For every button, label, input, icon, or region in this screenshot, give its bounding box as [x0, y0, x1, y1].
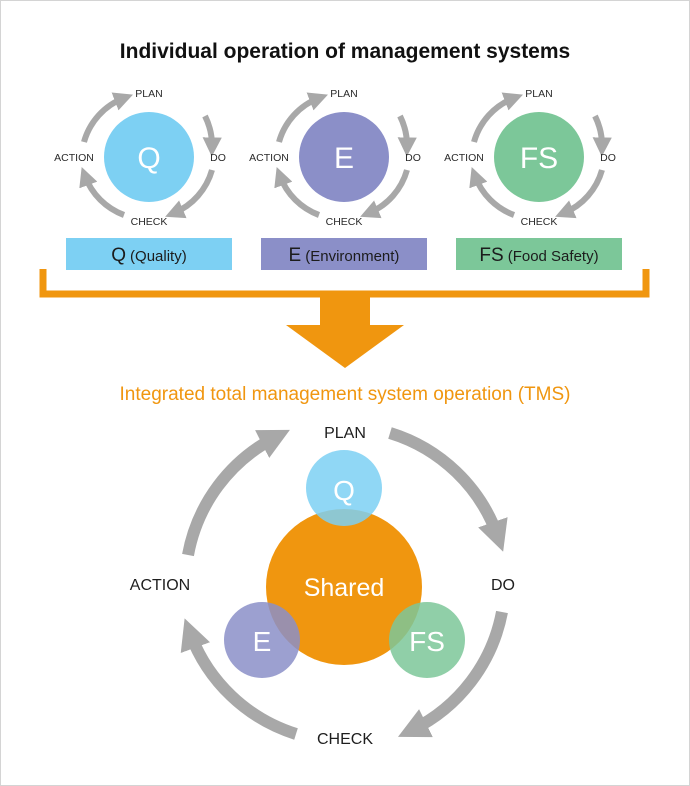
- cycle-arrow-check: [555, 169, 605, 219]
- check-label: CHECK: [521, 216, 558, 228]
- integration-arrow: [286, 297, 404, 368]
- tms-arrow-do: [388, 427, 508, 552]
- shared-label: Shared: [304, 574, 385, 602]
- plan-label: PLAN: [135, 88, 162, 100]
- food-safety-circle: [494, 112, 584, 202]
- do-label: DO: [405, 152, 421, 164]
- grouping-bracket: [39, 269, 650, 298]
- shared-circle: [266, 509, 422, 665]
- do-label: DO: [210, 152, 226, 164]
- cycle-arrow-action: [274, 166, 321, 218]
- cycle-arrow-action: [79, 166, 126, 218]
- cycle-e: E PLAN DO CHECK ACTION: [249, 88, 421, 228]
- tms-arrow-check: [397, 610, 508, 738]
- tms-arrow-action: [180, 618, 298, 740]
- tms-cycle-arrows: [180, 427, 508, 740]
- tms-quality-letter: Q: [333, 475, 355, 506]
- action-label: ACTION: [444, 152, 484, 164]
- environment-label-box: [261, 238, 427, 270]
- plan-label: PLAN: [330, 88, 357, 100]
- tms-food-safety-letter: FS: [409, 626, 445, 657]
- action-label: ACTION: [249, 152, 289, 164]
- cycle-arrow-action: [469, 166, 516, 218]
- cycle-arrow-check: [360, 169, 410, 219]
- cycle-arrow-plan: [471, 92, 523, 143]
- cycle-q: Q PLAN DO CHECK ACTION: [54, 88, 226, 228]
- check-label: CHECK: [131, 216, 168, 228]
- quality-box-label: Q(Quality): [111, 245, 186, 266]
- food-safety-label-box: [456, 238, 622, 270]
- cycle-arrow-plan: [81, 92, 133, 143]
- quality-circle-letter: Q: [137, 142, 160, 175]
- food-safety-box-label: FS(Food Safety): [479, 245, 598, 266]
- environment-circle-letter: E: [334, 142, 354, 175]
- tms-environment-letter: E: [253, 626, 272, 657]
- action-label: ACTION: [54, 152, 94, 164]
- tms-check-label: CHECK: [317, 731, 373, 748]
- tms-arrow-plan: [182, 429, 290, 557]
- food-safety-circle-letter: FS: [520, 142, 558, 175]
- cycle-arrow-do: [397, 114, 417, 157]
- tms-venn: Q E FS Shared: [224, 450, 465, 678]
- tms-quality-circle: [306, 450, 382, 526]
- quality-circle: [104, 112, 194, 202]
- quality-label-box: [66, 238, 232, 270]
- cycle-fs: FS PLAN DO CHECK ACTION: [444, 88, 616, 228]
- do-label: DO: [600, 152, 616, 164]
- environment-box-label: E(Environment): [289, 245, 400, 266]
- tms-plan-label: PLAN: [324, 425, 366, 442]
- tms-title: Integrated total management system opera…: [120, 384, 571, 405]
- tms-environment-circle: [224, 602, 300, 678]
- cycle-arrow-do: [202, 114, 222, 157]
- plan-label: PLAN: [525, 88, 552, 100]
- tms-action-label: ACTION: [130, 577, 190, 594]
- cycle-arrow-do: [592, 114, 612, 157]
- environment-circle: [299, 112, 389, 202]
- page-title: Individual operation of management syste…: [120, 40, 570, 63]
- tms-food-safety-circle: [389, 602, 465, 678]
- cycle-arrow-check: [165, 169, 215, 219]
- check-label: CHECK: [326, 216, 363, 228]
- cycle-arrow-plan: [276, 92, 328, 143]
- tms-do-label: DO: [491, 577, 515, 594]
